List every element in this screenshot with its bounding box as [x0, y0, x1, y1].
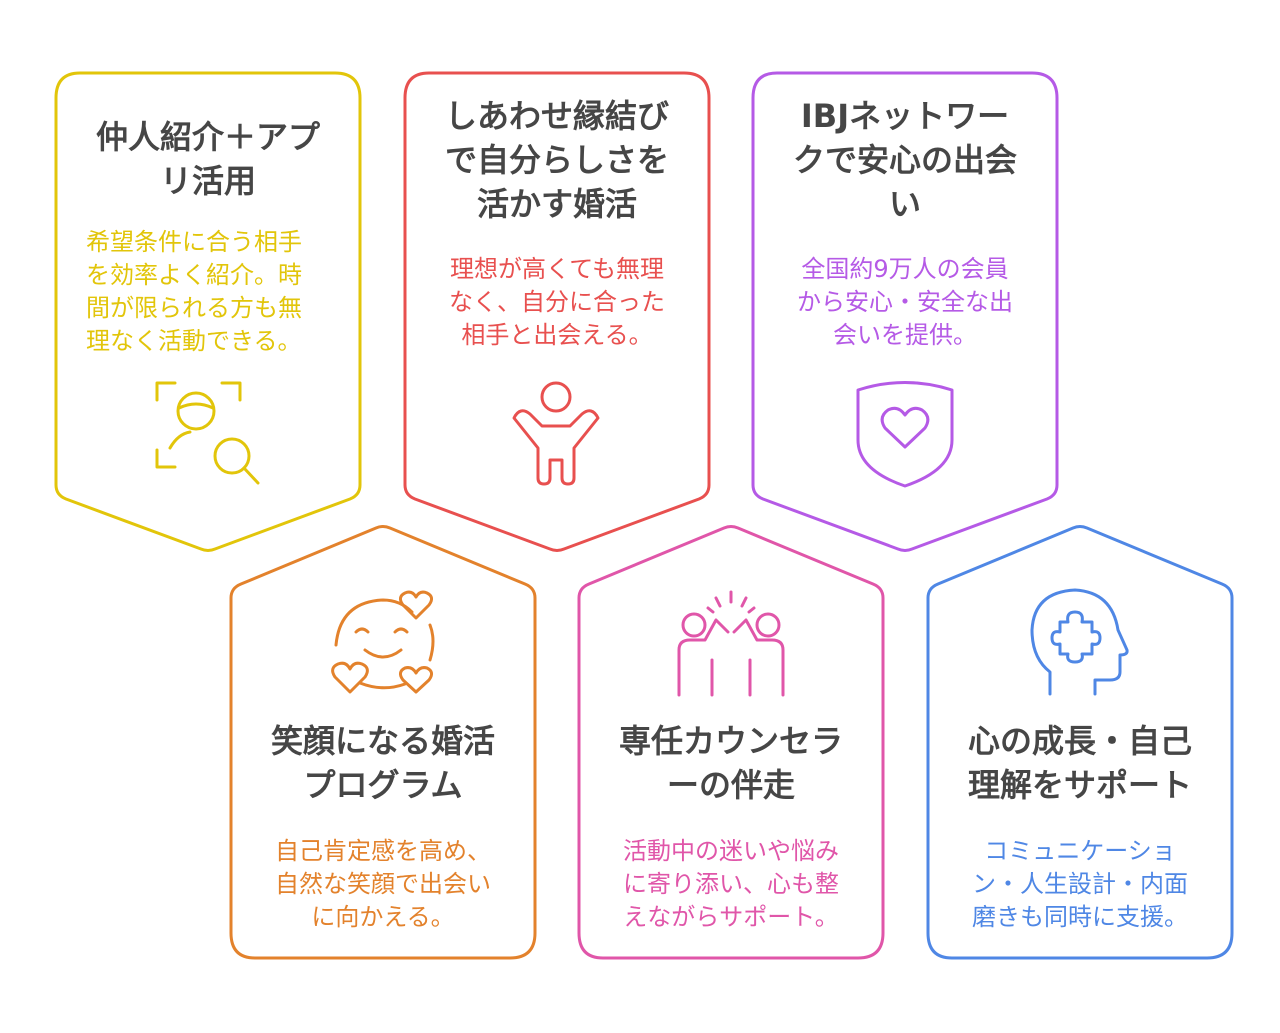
- title-line: ーの伴走: [666, 766, 795, 804]
- desc-line: 間が限られる方も無: [86, 294, 302, 322]
- card-desc-1: 希望条件に合う相手 を効率よく紹介。時 間が限られる方も無 理なく活動できる。: [86, 226, 346, 358]
- smiley-hearts-icon: [331, 590, 435, 694]
- desc-line: 会いを提供。: [833, 321, 977, 349]
- desc-line: えながらサポート。: [623, 903, 839, 931]
- desc-line: コミュニケーショ: [984, 837, 1176, 865]
- title-line: 専任カウンセラ: [618, 722, 843, 760]
- desc-line: ン・人生設計・内面: [972, 870, 1188, 898]
- card-title-1: 仲人紹介＋アプ リ活用: [58, 115, 358, 203]
- title-line: 心の成長・自己: [967, 722, 1192, 760]
- title-line: 活かす婚活: [476, 185, 637, 223]
- desc-line: 理想が高くても無理: [449, 255, 665, 283]
- desc-line: 理なく活動できる。: [86, 327, 302, 355]
- card-desc-4: 自己肯定感を高め、 自然な笑顔で出会い に向かえる。: [233, 835, 533, 934]
- card-title-5: 専任カウンセラ ーの伴走: [581, 719, 881, 807]
- card-outline-3: [751, 71, 1059, 552]
- desc-line: を効率よく紹介。時: [86, 261, 302, 289]
- card-desc-3: 全国約9万人の会員 から安心・安全な出 会いを提供。: [755, 253, 1055, 352]
- card-desc-5: 活動中の迷いや悩み に寄り添い、心も整 えながらサポート。: [581, 835, 881, 934]
- desc-line: 希望条件に合う相手: [86, 228, 302, 256]
- desc-line: 活動中の迷いや悩み: [623, 837, 839, 865]
- card-title-2: しあわせ縁結び で自分らしさを 活かす婚活: [407, 94, 707, 226]
- desc-line: 相手と出会える。: [461, 321, 653, 349]
- card-outline-2: [403, 71, 711, 552]
- desc-line: なく、自分に合った: [449, 288, 665, 316]
- desc-line: から安心・安全な出: [797, 288, 1013, 316]
- title-line: い: [888, 185, 921, 223]
- desc-line: 自己肯定感を高め、: [275, 837, 491, 865]
- card-title-6: 心の成長・自己 理解をサポート: [930, 719, 1230, 807]
- desc-line: 全国約9万人の会員: [801, 255, 1009, 283]
- title-line: プログラム: [303, 766, 463, 804]
- card-desc-2: 理想が高くても無理 なく、自分に合った 相手と出会える。: [407, 253, 707, 352]
- title-line: しあわせ縁結び: [444, 97, 669, 135]
- title-line: IBJネットワー: [800, 97, 1010, 135]
- face-search-icon: [155, 381, 260, 485]
- desc-line: に寄り添い、心も整: [623, 870, 839, 898]
- card-outline-5: [577, 525, 885, 960]
- card-outline-6: [926, 525, 1234, 960]
- card-outline-4: [229, 525, 537, 960]
- card-outline-1: [54, 71, 362, 552]
- card-title-3: IBJネットワー クで安心の出会 い: [755, 94, 1055, 226]
- title-line: 理解をサポート: [967, 766, 1192, 804]
- desc-line: 磨きも同時に支援。: [972, 903, 1188, 931]
- desc-line: に向かえる。: [311, 903, 455, 931]
- title-line: 笑顔になる婚活: [270, 722, 495, 760]
- title-line: で自分らしさを: [444, 141, 669, 179]
- head-puzzle-icon: [1030, 588, 1129, 696]
- title-line: クで安心の出会: [792, 141, 1017, 179]
- shield-heart-icon: [856, 381, 954, 488]
- title-line: 仲人紹介＋アプ: [95, 118, 320, 156]
- card-desc-6: コミュニケーショ ン・人生設計・内面 磨きも同時に支援。: [930, 835, 1230, 934]
- high-five-icon: [677, 590, 785, 697]
- card-title-4: 笑顔になる婚活 プログラム: [233, 719, 533, 807]
- person-cheering-icon: [512, 381, 600, 486]
- desc-line: 自然な笑顔で出会い: [275, 870, 491, 898]
- title-line: リ活用: [159, 162, 256, 200]
